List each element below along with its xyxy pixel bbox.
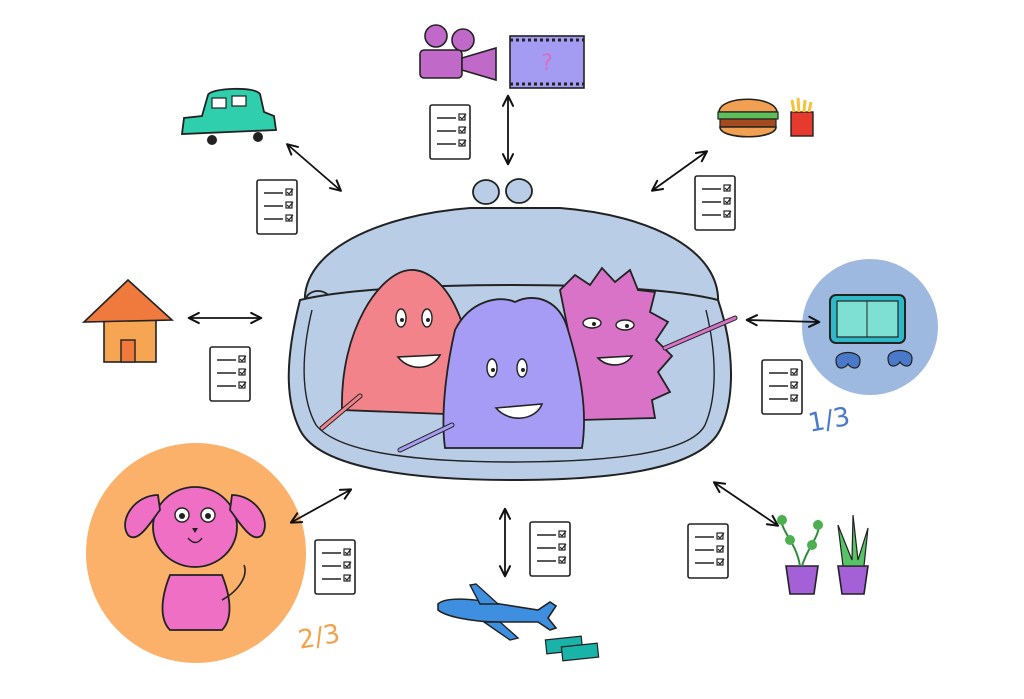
games-fraction: 1/3 — [806, 402, 852, 439]
checklist-icon-plants — [687, 523, 729, 579]
character-right — [559, 266, 738, 421]
film-camera-icon — [419, 24, 497, 82]
house-icon — [81, 278, 175, 363]
character-left — [319, 269, 473, 431]
checklist-icon-pet — [314, 539, 356, 595]
dog-icon — [124, 486, 266, 631]
arrow-food — [650, 150, 709, 192]
potted-plants-icon — [777, 514, 869, 595]
checklist-icon-travel — [529, 521, 571, 577]
arrow-plants — [712, 481, 780, 527]
film-screen-question: ? — [541, 51, 553, 76]
checklist-icon-food — [694, 175, 736, 231]
film-screen-icon: ? — [509, 35, 585, 89]
arrow-pet — [289, 488, 353, 524]
arrow-car — [286, 143, 342, 192]
checklist-icon-car — [256, 179, 298, 235]
airplane-tickets-icon — [437, 583, 600, 662]
car-icon — [180, 87, 278, 145]
character-middle — [397, 297, 585, 453]
checklist-icon-games — [761, 359, 803, 415]
burger-fries-icon — [717, 97, 814, 138]
pet-fraction: 2/3 — [296, 619, 342, 656]
arrow-games — [745, 314, 821, 328]
gaming-tablet-icon — [829, 294, 913, 369]
checklist-icon-housing — [209, 346, 251, 402]
checklist-icon-cinema — [429, 104, 471, 160]
